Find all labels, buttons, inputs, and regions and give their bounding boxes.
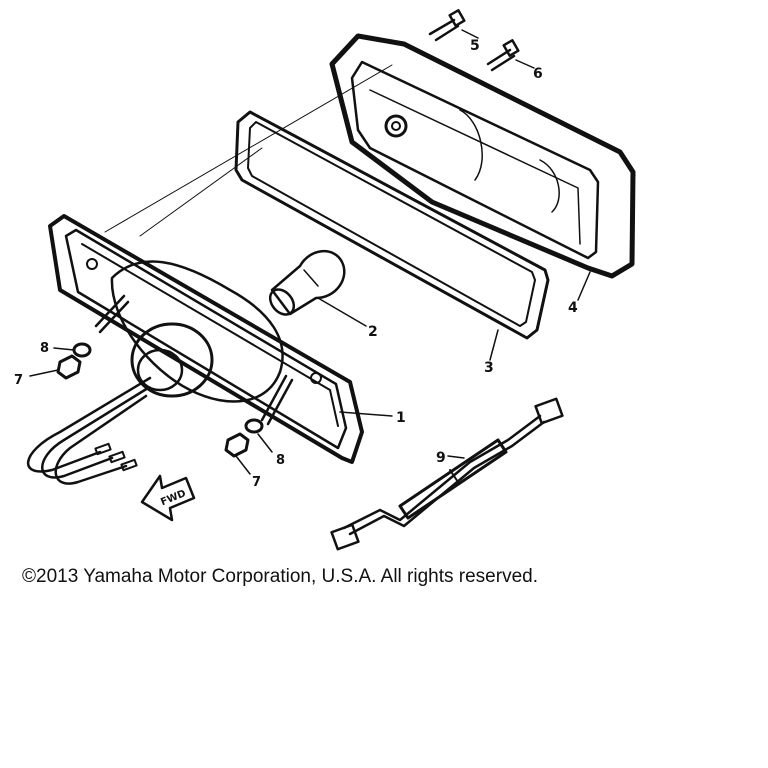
cable-assembly — [330, 397, 564, 551]
leader-6 — [515, 59, 535, 69]
leader-1 — [339, 411, 393, 417]
callout-8-right: 8 — [276, 453, 285, 468]
nut-left — [56, 354, 82, 380]
alignment-line-bulb — [139, 147, 263, 237]
stud-left — [94, 294, 130, 334]
nut-right — [224, 432, 250, 458]
leader-2 — [317, 297, 367, 327]
leader-8b — [257, 433, 273, 453]
screw-5 — [428, 9, 466, 42]
callout-2: 2 — [368, 324, 378, 340]
screw-6 — [486, 39, 520, 72]
fwd-arrow-icon — [140, 474, 196, 522]
lamp-wire-harness — [26, 376, 152, 485]
leader-3 — [489, 329, 499, 361]
exploded-view-drawing: 5 6 2 3 4 1 8 7 8 7 9 FWD — [14, 9, 636, 551]
stud-right — [260, 374, 294, 426]
leader-8a — [53, 347, 75, 351]
washer-left — [72, 342, 92, 358]
lens-housing — [329, 33, 636, 279]
callout-9: 9 — [436, 450, 446, 466]
leader-9 — [447, 455, 465, 459]
leader-7b — [235, 455, 251, 475]
gasket — [234, 110, 550, 340]
callout-5: 5 — [470, 38, 480, 54]
callout-6: 6 — [533, 66, 543, 82]
bulb — [268, 250, 346, 316]
washer-right — [244, 418, 264, 434]
lamp-body — [48, 214, 364, 464]
copyright-notice: ©2013 Yamaha Motor Corporation, U.S.A. A… — [22, 566, 538, 587]
callout-8-left: 8 — [40, 341, 49, 356]
leader-5 — [461, 29, 479, 39]
callout-7-right: 7 — [252, 475, 261, 490]
leader-7a — [29, 369, 59, 377]
callout-4: 4 — [568, 300, 578, 316]
callout-1: 1 — [396, 410, 406, 426]
callout-7-left: 7 — [14, 373, 23, 388]
leader-4 — [577, 271, 591, 301]
callout-3: 3 — [484, 360, 494, 376]
